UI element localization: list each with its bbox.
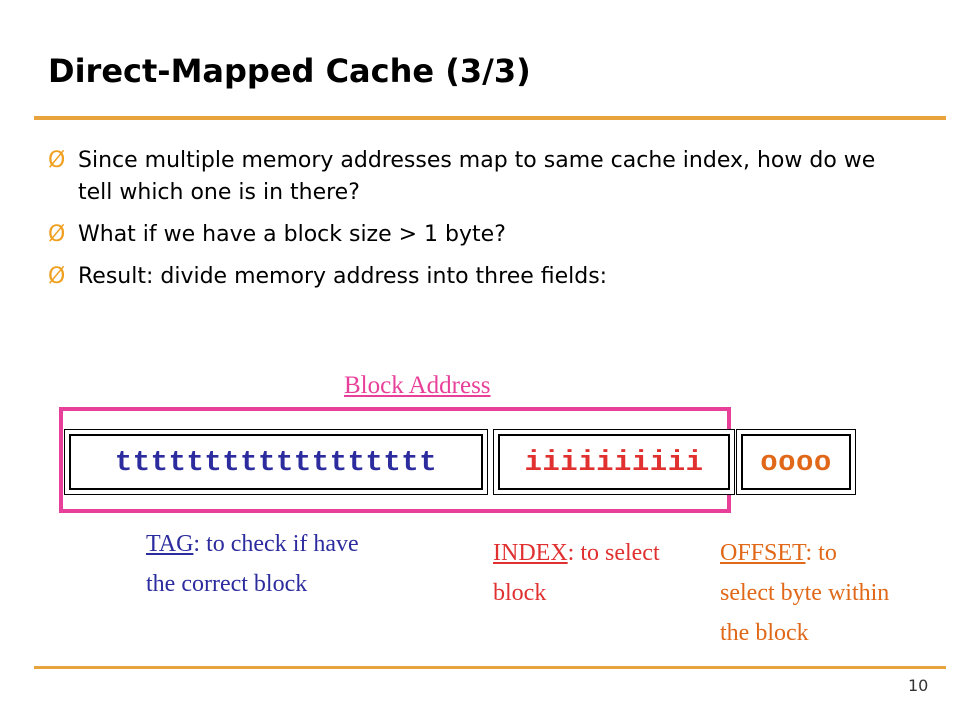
footer-divider — [34, 666, 946, 669]
index-bits: iiiiiiiiii — [498, 434, 730, 490]
bullet-item: Ø What if we have a block size > 1 byte? — [48, 219, 908, 251]
tag-description: TAG: to check if have the correct block — [146, 524, 386, 604]
bullet-text: Result: divide memory address into three… — [78, 264, 608, 289]
index-key: INDEX — [493, 540, 568, 566]
offset-description: OFFSET: to select byte within the block — [720, 533, 890, 653]
slide-title: Direct-Mapped Cache (3/3) — [48, 52, 531, 90]
title-divider — [34, 116, 946, 120]
bullet-item: Ø Result: divide memory address into thr… — [48, 261, 908, 293]
bullet-text: What if we have a block size > 1 byte? — [78, 222, 506, 247]
offset-field: oooo — [736, 429, 856, 495]
offset-text: : to select byte within the block — [720, 540, 890, 646]
index-description: INDEX: to select block — [493, 533, 673, 613]
tag-bits: tttttttttttttttttt — [69, 434, 483, 490]
offset-bits: oooo — [741, 434, 851, 490]
bullet-list: Ø Since multiple memory addresses map to… — [48, 145, 908, 293]
bullet-text: Since multiple memory addresses map to s… — [78, 148, 876, 205]
tag-key: TAG — [146, 531, 194, 557]
arrow-bullet-icon: Ø — [48, 148, 66, 173]
index-text: : to select block — [493, 540, 660, 606]
arrow-bullet-icon: Ø — [48, 264, 66, 289]
page-number: 10 — [908, 676, 929, 695]
arrow-bullet-icon: Ø — [48, 222, 66, 247]
offset-key: OFFSET — [720, 540, 806, 566]
index-field: iiiiiiiiii — [493, 429, 735, 495]
bullet-item: Ø Since multiple memory addresses map to… — [48, 145, 908, 209]
block-address-label: Block Address — [344, 372, 491, 399]
tag-text: : to check if have the correct block — [146, 531, 359, 597]
tag-field: tttttttttttttttttt — [64, 429, 488, 495]
